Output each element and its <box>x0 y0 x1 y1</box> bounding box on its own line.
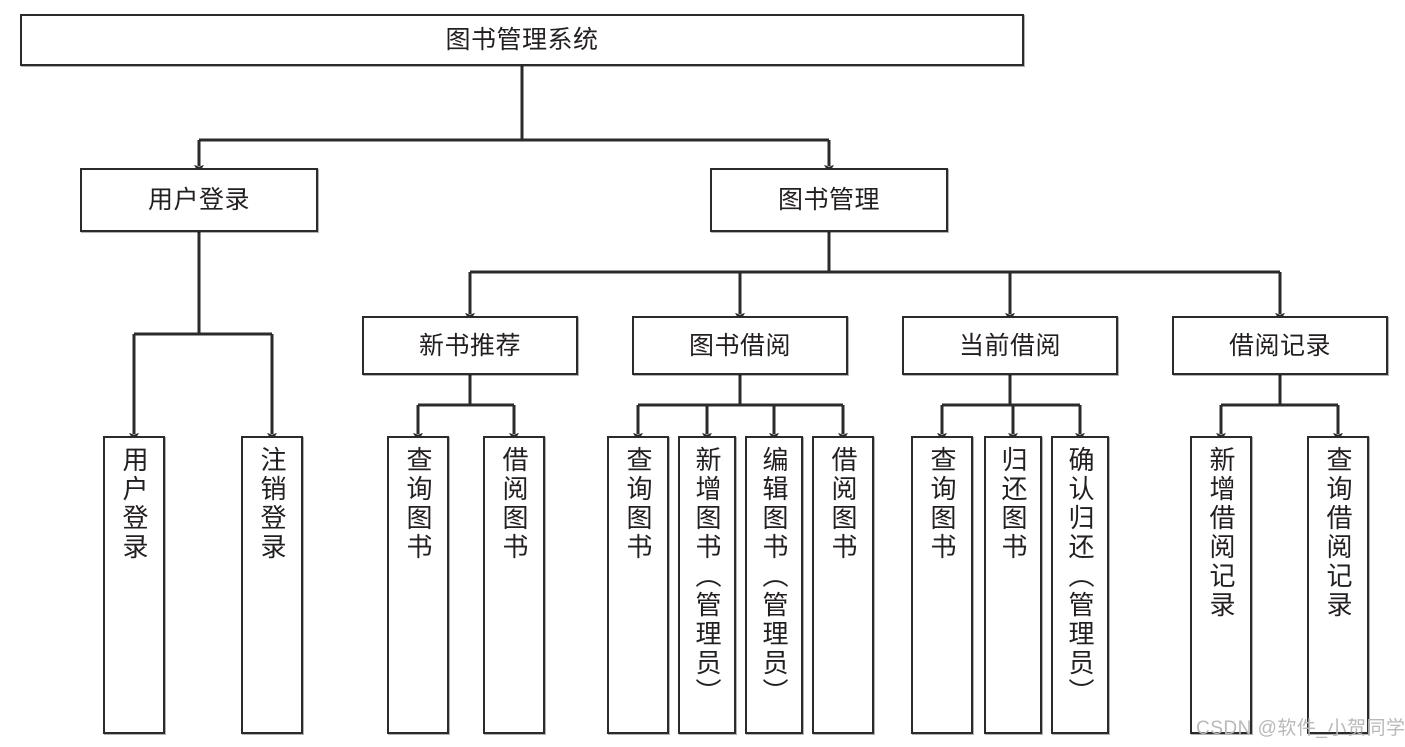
node-login[interactable]: 用户登录 <box>80 168 318 232</box>
node-label: 注销登录 <box>257 446 287 562</box>
node-newbook[interactable]: 新书推荐 <box>362 316 578 375</box>
node-bookmgmt[interactable]: 图书管理 <box>710 168 948 232</box>
node-label: 查询图书 <box>623 446 653 562</box>
node-borrow[interactable]: 图书借阅 <box>632 316 848 375</box>
node-label: 编辑图书（管理员） <box>759 446 789 707</box>
node-records[interactable]: 借阅记录 <box>1172 316 1388 375</box>
node-leaf_new2[interactable]: 借阅图书 <box>483 436 545 734</box>
node-current[interactable]: 当前借阅 <box>902 316 1118 375</box>
node-leaf_cur3[interactable]: 确认归还（管理员） <box>1051 436 1109 734</box>
node-label: 借阅记录 <box>1228 331 1331 360</box>
node-label: 确认归还（管理员） <box>1065 446 1095 707</box>
csdn-watermark: CSDN @软件_小贺同学 <box>1196 718 1405 739</box>
node-leaf_login2[interactable]: 注销登录 <box>241 436 303 734</box>
node-label: 图书管理系统 <box>445 26 599 54</box>
node-leaf_bor1[interactable]: 查询图书 <box>607 436 669 734</box>
node-label: 借阅图书 <box>828 446 858 562</box>
node-leaf_rec1[interactable]: 新增借阅记录 <box>1190 436 1252 734</box>
node-label: 新增借阅记录 <box>1206 446 1236 620</box>
node-leaf_bor2[interactable]: 新增图书（管理员） <box>678 436 736 734</box>
node-leaf_bor3[interactable]: 编辑图书（管理员） <box>745 436 803 734</box>
node-label: 查询图书 <box>927 446 957 562</box>
node-root[interactable]: 图书管理系统 <box>20 14 1024 66</box>
node-leaf_login1[interactable]: 用户登录 <box>103 436 165 734</box>
node-label: 图书管理 <box>777 186 880 214</box>
node-label: 用户登录 <box>119 446 149 562</box>
node-leaf_cur2[interactable]: 归还图书 <box>984 436 1042 734</box>
node-leaf_rec2[interactable]: 查询借阅记录 <box>1307 436 1369 734</box>
node-leaf_bor4[interactable]: 借阅图书 <box>812 436 874 734</box>
node-label: 查询借阅记录 <box>1323 446 1353 620</box>
node-label: 新增图书（管理员） <box>692 446 722 707</box>
node-label: 借阅图书 <box>499 446 529 562</box>
node-label: 用户登录 <box>147 186 250 214</box>
node-label: 归还图书 <box>998 446 1028 562</box>
node-label: 查询图书 <box>403 446 433 562</box>
node-label: 图书借阅 <box>688 331 791 360</box>
node-label: 新书推荐 <box>418 331 521 360</box>
node-label: 当前借阅 <box>958 331 1061 360</box>
node-leaf_cur1[interactable]: 查询图书 <box>911 436 973 734</box>
node-leaf_new1[interactable]: 查询图书 <box>387 436 449 734</box>
